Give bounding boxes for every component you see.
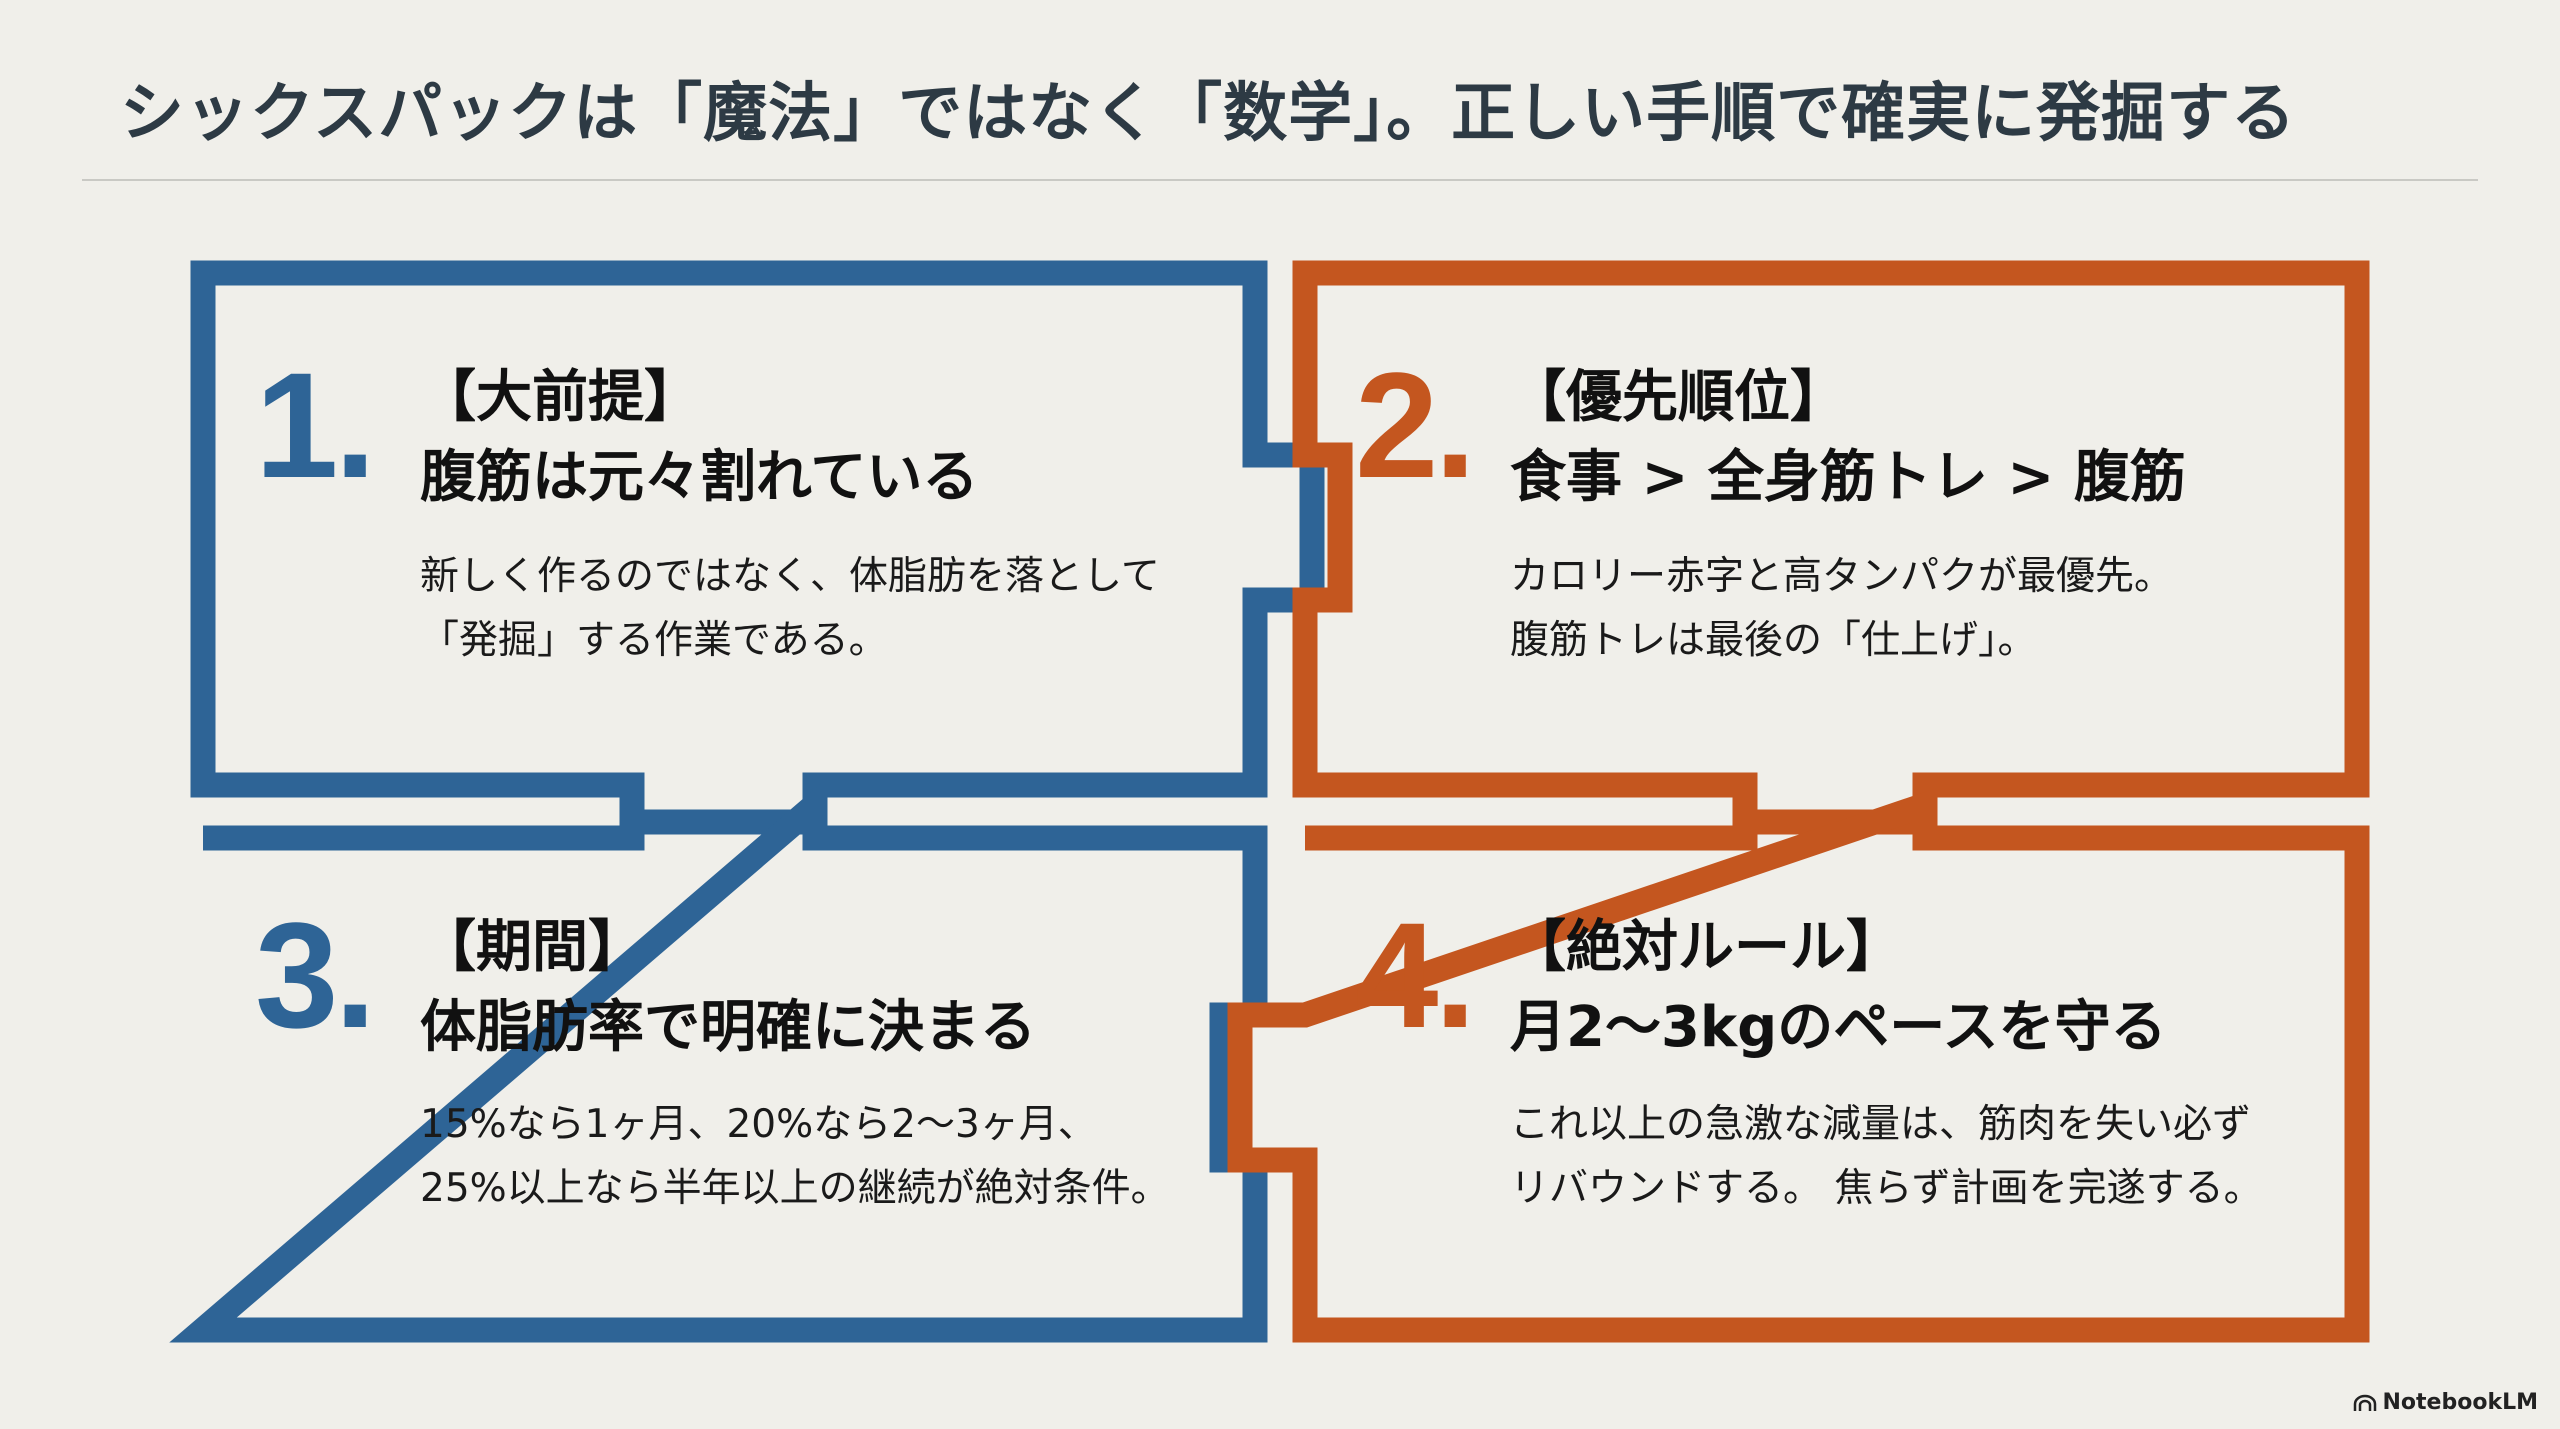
body-line: これ以上の急激な減量は、筋肉を失い必ず <box>1510 1102 2252 1147</box>
body-line: 15%なら1ヶ月、20%なら2〜3ヶ月、 <box>420 1102 1097 1147</box>
frame-4 <box>1227 787 2370 1343</box>
logo-text: NotebookLM <box>2382 1390 2538 1415</box>
step-body-3: 15%なら1ヶ月、20%なら2〜3ヶ月、 25%以上なら半年以上の継続が絶対条件… <box>420 1093 1170 1221</box>
step-number-2: 2. <box>1355 341 1476 509</box>
step-number-3: 3. <box>255 891 376 1059</box>
step-number-1: 1. <box>255 341 376 509</box>
step-heading-1: 腹筋は元々割れている <box>420 445 979 510</box>
frame-3 <box>169 777 1268 1343</box>
step-body-2: カロリー赤字と高タンパクが最優先。 腹筋トレは最後の「仕上げ」。 <box>1510 545 2173 673</box>
title-divider <box>82 179 2478 181</box>
step-number-4: 4. <box>1355 891 1476 1059</box>
body-line: 腹筋トレは最後の「仕上げ」。 <box>1510 618 2037 663</box>
step-label-3: 【期間】 <box>420 915 644 980</box>
body-line: 「発掘」する作業である。 <box>420 618 888 663</box>
frame-2 <box>1292 260 2370 835</box>
step-heading-4: 月2〜3kgのペースを守る <box>1510 995 2167 1060</box>
frame-1 <box>190 260 1325 835</box>
step-heading-3: 体脂肪率で明確に決まる <box>420 995 1036 1060</box>
step-body-4: これ以上の急激な減量は、筋肉を失い必ず リバウンドする。 焦らず計画を完遂する。 <box>1510 1093 2263 1221</box>
step-heading-2: 食事 > 全身筋トレ > 腹筋 <box>1510 445 2186 510</box>
step-label-1: 【大前提】 <box>420 365 700 430</box>
body-line: 25%以上なら半年以上の継続が絶対条件。 <box>420 1166 1170 1211</box>
step-label-4: 【絶対ルール】 <box>1510 915 1902 980</box>
notebooklm-icon <box>2353 1394 2376 1411</box>
body-line: リバウンドする。 焦らず計画を完遂する。 <box>1510 1166 2263 1211</box>
body-line: 新しく作るのではなく、体脂肪を落として <box>420 554 1160 599</box>
step-label-2: 【優先順位】 <box>1510 365 1846 430</box>
notebooklm-logo: NotebookLM <box>2353 1390 2538 1415</box>
slide-title: シックスパックは「魔法」ではなく「数学」。正しい手順で確実に発掘する <box>120 77 2297 151</box>
step-body-1: 新しく作るのではなく、体脂肪を落として 「発掘」する作業である。 <box>420 545 1160 673</box>
body-line: カロリー赤字と高タンパクが最優先。 <box>1510 554 2174 599</box>
